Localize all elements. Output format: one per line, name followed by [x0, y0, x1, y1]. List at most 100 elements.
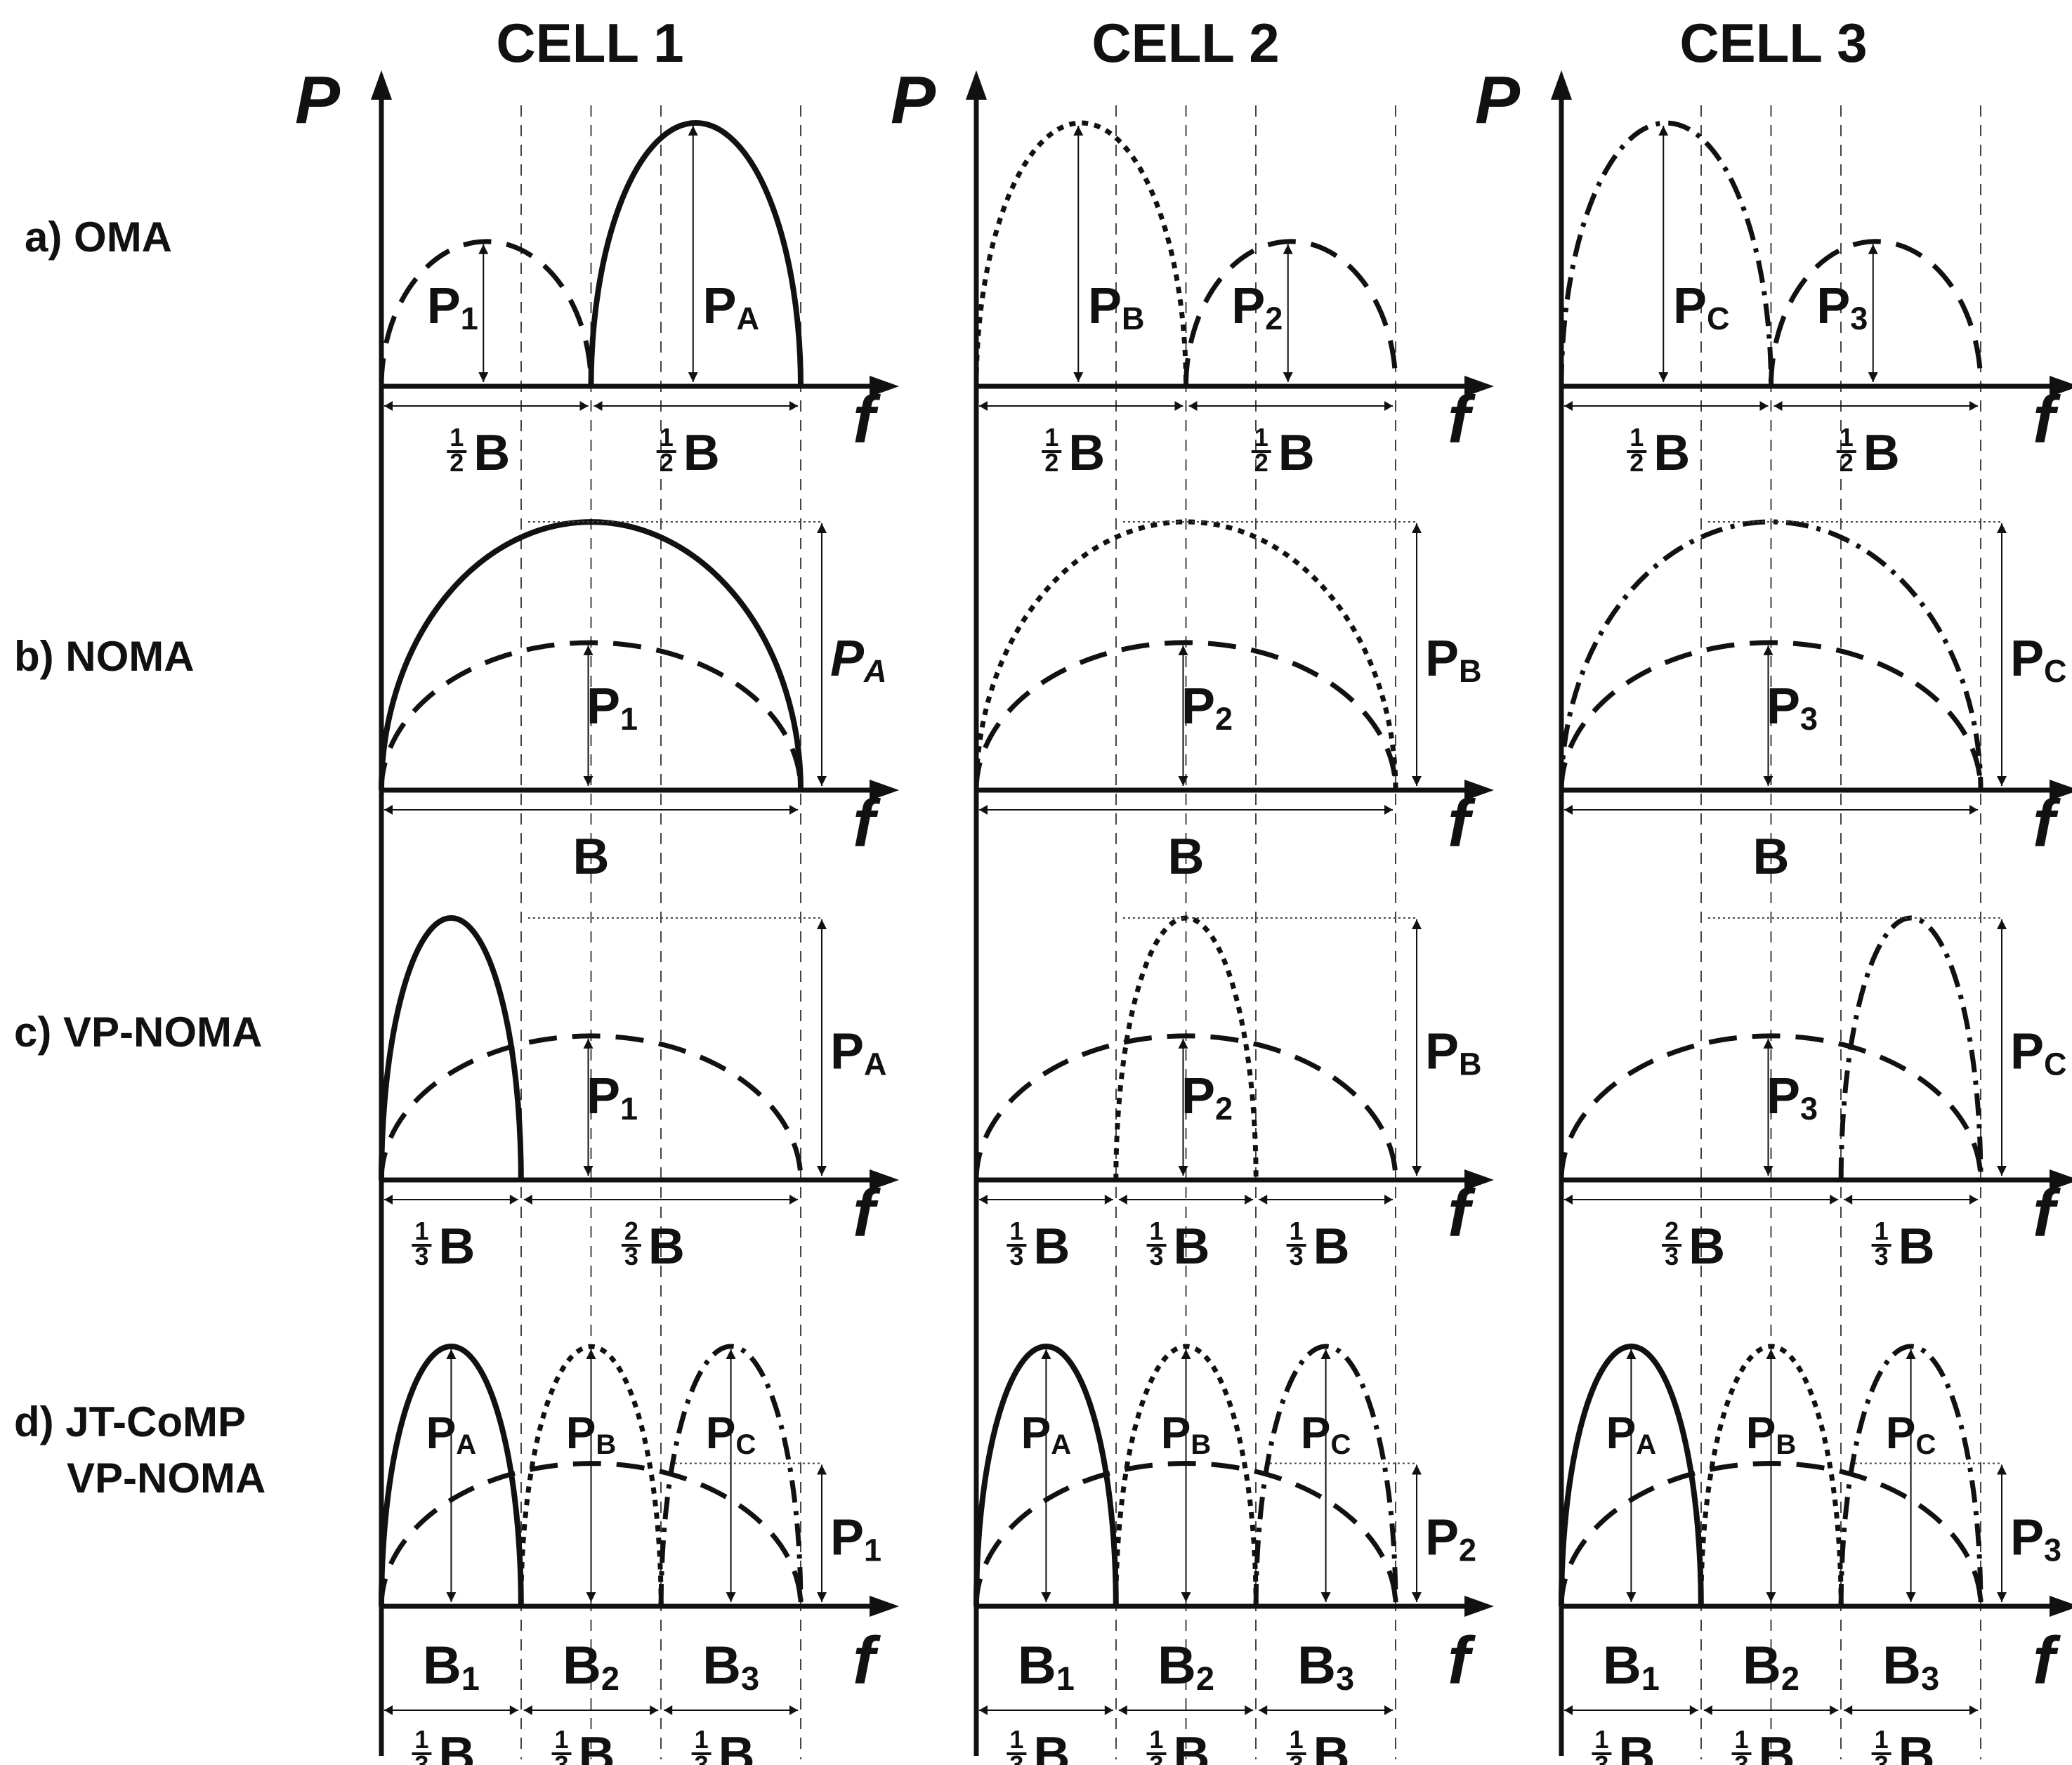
- fraction-numerator: 2: [1665, 1216, 1679, 1245]
- bandwidth-symbol: B: [1174, 1727, 1210, 1765]
- arrow-head: [583, 1166, 594, 1176]
- cell-2-header: CELL 2: [1091, 12, 1279, 74]
- bandwidth-symbol: B: [1653, 425, 1690, 481]
- bandwidth-arrow: [1564, 805, 1978, 815]
- arrow-head: [509, 1195, 518, 1205]
- arrow-head: [726, 1349, 736, 1359]
- bandwidth-symbol: B: [683, 425, 720, 481]
- bs-power-arc: [1559, 519, 1984, 791]
- fraction-denominator: 3: [1009, 1750, 1023, 1765]
- power-label-pb: PB: [566, 1408, 617, 1460]
- fraction-denominator: 2: [660, 448, 674, 477]
- bandwidth-arrow: [1188, 401, 1393, 411]
- power-label-p1: P1: [427, 278, 478, 336]
- arrow-head: [1412, 1592, 1422, 1602]
- power-level-arrow: [1766, 1349, 1776, 1602]
- power-level-arrow: [1041, 1349, 1051, 1602]
- arrow-head: [1759, 401, 1769, 411]
- bandwidth-symbol: B: [1899, 1727, 1935, 1765]
- bandwidth-arrow: [384, 401, 589, 411]
- bandwidth-symbol: B: [1278, 425, 1315, 481]
- bandwidth-arrow: [523, 1195, 798, 1205]
- arrow-head: [979, 1195, 988, 1205]
- arrow-head: [509, 1705, 518, 1715]
- fraction-numerator: 1: [1290, 1725, 1304, 1754]
- f-axis-arrowhead: [1464, 1596, 1494, 1617]
- arrow-head: [1844, 1705, 1853, 1715]
- arrow-head: [817, 1166, 827, 1176]
- fraction-denominator: 3: [1875, 1242, 1889, 1271]
- arrow-head: [586, 1592, 596, 1602]
- f-axis-arrowhead: [2050, 780, 2072, 801]
- cell-2-p-axis: P: [891, 63, 936, 138]
- cell-1-p-axis-arrowhead: [371, 70, 392, 100]
- arrow-head: [579, 401, 589, 411]
- f-axis-arrowhead: [1464, 780, 1494, 801]
- power-label-p2: P2: [1231, 278, 1283, 336]
- bs-power-arc: [588, 120, 804, 387]
- f-axis-arrowhead: [870, 376, 899, 397]
- bandwidth-symbol: B: [1033, 1219, 1070, 1275]
- sub-band-label-b2: B2: [563, 1636, 619, 1697]
- arrow-head: [594, 401, 603, 411]
- arrow-head: [1689, 1705, 1698, 1715]
- total-power-arrow: [1997, 1464, 2007, 1602]
- bandwidth-arrow: [979, 1705, 1113, 1715]
- arrow-head: [726, 1592, 736, 1602]
- total-power-label: P2: [1425, 1509, 1476, 1568]
- arrow-head: [523, 1705, 532, 1715]
- bandwidth-fraction-label: B: [573, 829, 610, 885]
- total-power-label: PC: [2010, 631, 2067, 689]
- arrow-head: [817, 919, 827, 929]
- fraction-denominator: 3: [624, 1242, 638, 1271]
- fraction-numerator: 1: [554, 1725, 568, 1754]
- arrow-head: [384, 401, 393, 411]
- fraction-denominator: 2: [1044, 448, 1058, 477]
- arrow-head: [583, 1038, 594, 1049]
- fraction-denominator: 3: [1149, 1242, 1163, 1271]
- arrow-head: [1181, 1349, 1191, 1359]
- fraction-denominator: 3: [695, 1750, 709, 1765]
- bandwidth-arrow: [1773, 401, 1978, 411]
- bandwidth-arrow: [1844, 1195, 1978, 1205]
- bandwidth-symbol: B: [579, 1727, 615, 1765]
- power-label-pc: PC: [1673, 278, 1730, 336]
- bandwidth-symbol: B: [573, 829, 610, 885]
- power-level-arrow: [1626, 1349, 1637, 1602]
- total-power-arrow: [1412, 919, 1422, 1176]
- bs-power-arc: [658, 1344, 804, 1607]
- power-label-pc: PC: [1301, 1408, 1351, 1460]
- bandwidth-arrow: [384, 805, 798, 815]
- fraction-denominator: 3: [1665, 1242, 1679, 1271]
- power-level-arrow: [1178, 645, 1188, 786]
- arrow-head: [1384, 401, 1393, 411]
- fraction-numerator: 1: [1149, 1725, 1163, 1754]
- power-label-p3: P3: [1766, 678, 1818, 737]
- power-level-arrow: [726, 1349, 736, 1602]
- user-power-arc: [379, 1461, 804, 1607]
- bandwidth-symbol: B: [1313, 1727, 1350, 1765]
- total-power-label: PA: [830, 1024, 887, 1082]
- power-label-pa: PA: [1021, 1408, 1072, 1460]
- total-power-arrow: [1997, 523, 2007, 786]
- arrow-head: [1626, 1592, 1637, 1602]
- arrow-head: [1564, 1195, 1573, 1205]
- fraction-denominator: 2: [1630, 448, 1644, 477]
- arrow-head: [1997, 1592, 2007, 1602]
- bandwidth-fraction-label: B: [1168, 829, 1205, 885]
- arrow-head: [1245, 1195, 1254, 1205]
- arrow-head: [1384, 805, 1393, 815]
- row-label-jt-comp-vp-noma: VP-NOMA: [67, 1455, 265, 1502]
- power-level-arrow: [688, 126, 698, 382]
- arrow-head: [650, 1705, 659, 1715]
- fraction-denominator: 3: [414, 1750, 428, 1765]
- arrow-head: [1283, 244, 1293, 254]
- bandwidth-arrow: [1703, 1705, 1839, 1715]
- power-label-pb: PB: [1161, 1408, 1212, 1460]
- power-label-pa: PA: [426, 1408, 477, 1460]
- power-label-p3: P3: [1766, 1068, 1818, 1127]
